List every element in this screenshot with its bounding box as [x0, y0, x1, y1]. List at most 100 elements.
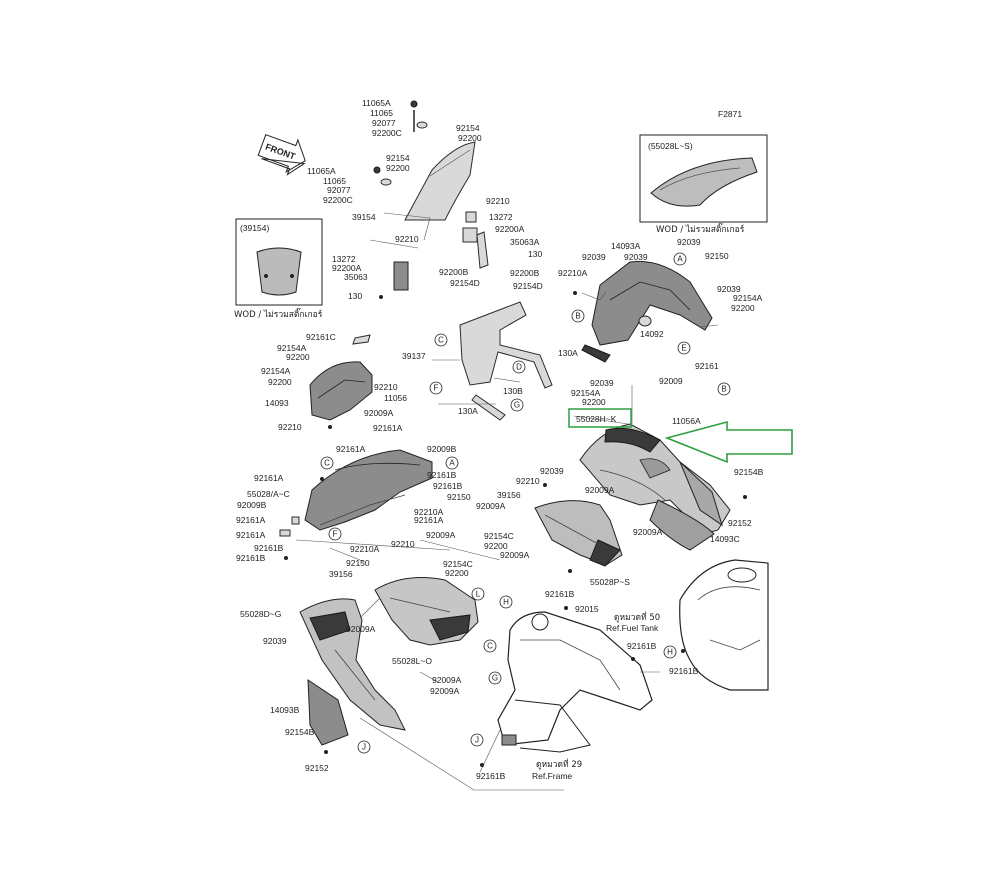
lower-right-cowl-part: [534, 499, 715, 567]
part-label: 55028/A~C: [247, 489, 290, 499]
part-label: 92009B: [427, 444, 457, 454]
circle-callout-f2: F: [328, 527, 342, 541]
circle-callout-c2: C: [320, 456, 334, 470]
fuel-tank-part: [679, 559, 769, 691]
part-label: 92039: [582, 252, 606, 262]
part-label: 130A: [458, 406, 478, 416]
part-label: 92161A: [254, 473, 284, 483]
circle-callout-g: G: [510, 398, 524, 412]
part-label: 92210A: [414, 507, 444, 517]
part-label: 92161A: [336, 444, 366, 454]
front-arrow-icon: FRONT: [257, 134, 306, 176]
part-label: 35063A: [510, 237, 540, 247]
part-label: 92077: [372, 118, 396, 128]
part-label: 92161B: [433, 481, 463, 491]
circle-callout-h2: H: [663, 645, 677, 659]
circle-callout-g2: G: [488, 671, 502, 685]
part-label: 92154D: [450, 278, 480, 288]
svg-text:E: E: [681, 344, 686, 353]
circle-callout-h: H: [499, 595, 513, 609]
part-label: 39154: [352, 212, 376, 222]
part-label: 130B: [503, 386, 523, 396]
part-label: 92210A: [558, 268, 588, 278]
svg-text:G: G: [492, 674, 498, 683]
circle-callout-a2: A: [445, 456, 459, 470]
svg-text:F: F: [434, 384, 439, 393]
part-label: 92210: [516, 476, 540, 486]
part-label: 92154: [456, 123, 480, 133]
part-label: 92200: [582, 397, 606, 407]
inset-side-cowl-code: (55028L~S): [648, 141, 693, 151]
circle-callout-j: J: [470, 733, 484, 747]
leader-lines: [295, 291, 719, 791]
part-label: 92150: [346, 558, 370, 568]
highlight-arrow-icon: [664, 420, 793, 464]
circle-callout-c3: C: [483, 639, 497, 653]
part-label: 92161B: [236, 553, 266, 563]
svg-text:H: H: [667, 648, 673, 657]
part-label: 92154A: [733, 293, 763, 303]
svg-text:C: C: [324, 459, 330, 468]
left-lower-cowl-part: [299, 598, 406, 746]
svg-text:J: J: [362, 743, 366, 752]
part-label: 92154B: [285, 727, 315, 737]
part-label: 92161B: [669, 666, 699, 676]
highlight-box: [568, 408, 632, 428]
part-label: 92039: [677, 237, 701, 247]
part-label: 92039: [540, 466, 564, 476]
part-label: 14092: [640, 329, 664, 339]
part-label: 39156: [497, 490, 521, 500]
inset-side-cowl-caption: WOD / ไม่รวมสติ๊กเกอร์: [656, 222, 745, 235]
circle-callout-b2: B: [717, 382, 731, 396]
circle-callout-j2: J: [357, 740, 371, 754]
part-label: 92039: [624, 252, 648, 262]
circle-callout-b: B: [571, 309, 585, 323]
part-label: 92009A: [430, 686, 460, 696]
figure-code: F2871: [718, 109, 742, 119]
part-label: 92210: [391, 539, 415, 549]
part-label: 92210: [278, 422, 302, 432]
part-label: 11065: [323, 176, 346, 186]
part-label: 39156: [329, 569, 353, 579]
part-label: 130A: [558, 348, 578, 358]
part-label: 92009A: [585, 485, 615, 495]
svg-text:A: A: [677, 255, 683, 264]
part-label: 14093: [265, 398, 289, 408]
part-label: 130: [348, 291, 362, 301]
part-label: 11065A: [362, 98, 391, 108]
svg-text:H: H: [503, 598, 509, 607]
part-label: 92200A: [332, 263, 362, 273]
svg-text:G: G: [514, 401, 520, 410]
svg-text:D: D: [516, 363, 522, 372]
svg-text:A: A: [449, 459, 455, 468]
part-label: 14093B: [270, 705, 300, 715]
highlighted-part-label: 55028H~K: [576, 414, 617, 424]
part-label: 92009A: [476, 501, 506, 511]
part-label: 11056: [384, 393, 407, 403]
part-label: 92154D: [513, 281, 543, 291]
part-label: 92161B: [627, 641, 657, 651]
ref-fuel-tank-thai: ดูหมวดที่ 50: [614, 611, 660, 623]
part-label: 92200: [731, 303, 755, 313]
part-label: 92077: [327, 185, 351, 195]
part-label: 39137: [402, 351, 426, 361]
part-label: 14093A: [611, 241, 641, 251]
inset-windshield: (39154) WOD / ไม่รวมสติ๊กเกอร์: [234, 218, 323, 320]
svg-text:L: L: [476, 590, 481, 599]
part-label: 13272: [489, 212, 513, 222]
part-label: 92161C: [306, 332, 336, 342]
part-label: 92200A: [495, 224, 525, 234]
svg-text:J: J: [475, 736, 479, 745]
left-side-cowl-part: [374, 577, 479, 646]
part-label: 92154C: [484, 531, 514, 541]
part-label: 92200: [268, 377, 292, 387]
part-label: 92161A: [236, 515, 266, 525]
circle-callout-a: A: [673, 252, 687, 266]
part-label: 11056A: [672, 416, 701, 426]
inset-windshield-caption: WOD / ไม่รวมสติ๊กเกอร์: [234, 307, 323, 320]
part-label: 55028L~O: [392, 656, 432, 666]
part-label: 92009: [659, 376, 683, 386]
svg-text:B: B: [575, 312, 580, 321]
part-label: 55028D~G: [240, 609, 281, 619]
